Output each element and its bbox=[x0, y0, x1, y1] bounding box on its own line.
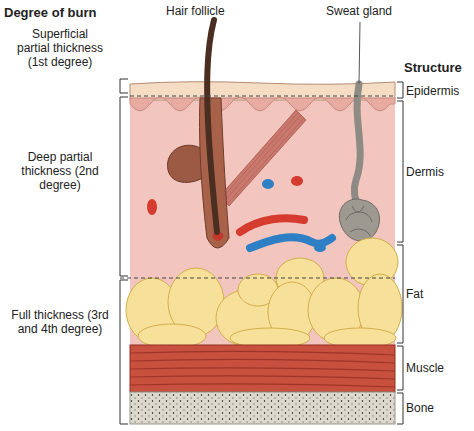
structure-label: Fat bbox=[406, 287, 474, 301]
burn-degree-label: Superficial partial thickness (1st degre… bbox=[16, 27, 104, 69]
blood-vessel bbox=[291, 176, 303, 186]
coil-detail bbox=[346, 206, 372, 236]
leader-line bbox=[359, 22, 360, 84]
depth-boundary bbox=[120, 278, 395, 279]
artery bbox=[240, 218, 304, 232]
column-heading: Structure bbox=[404, 61, 474, 75]
muscle-layer bbox=[130, 345, 395, 392]
blood-vessel bbox=[314, 244, 326, 252]
part-label: Sweat gland bbox=[326, 4, 416, 18]
hair-shaft bbox=[207, 20, 217, 232]
structure-label: Muscle bbox=[406, 361, 474, 375]
sweat-gland-coil bbox=[339, 199, 379, 241]
blood-vessel bbox=[262, 179, 274, 189]
part-label: Hair follicle bbox=[166, 4, 256, 18]
bone-layer bbox=[130, 392, 395, 424]
structure-label: Epidermis bbox=[406, 84, 474, 98]
degree-brackets bbox=[120, 79, 128, 424]
dermis-layer bbox=[130, 98, 395, 348]
sweat-duct bbox=[354, 84, 360, 218]
arrector-pili-muscle bbox=[220, 110, 306, 206]
structure-label: Bone bbox=[406, 401, 474, 415]
depth-boundary bbox=[130, 96, 395, 97]
blood-vessel bbox=[147, 199, 157, 215]
structure-label: Dermis bbox=[406, 165, 474, 179]
burn-degree-label: Deep partial thickness (2nd degree) bbox=[16, 150, 104, 192]
column-heading: Degree of burn bbox=[4, 6, 134, 20]
muscle-fiber bbox=[130, 351, 395, 387]
burn-degree-label: Full thickness (3rd and 4th degree) bbox=[1, 308, 119, 336]
muscle-fiber bbox=[222, 113, 304, 203]
fat-lobules bbox=[126, 238, 402, 348]
structure-brackets bbox=[397, 82, 403, 424]
